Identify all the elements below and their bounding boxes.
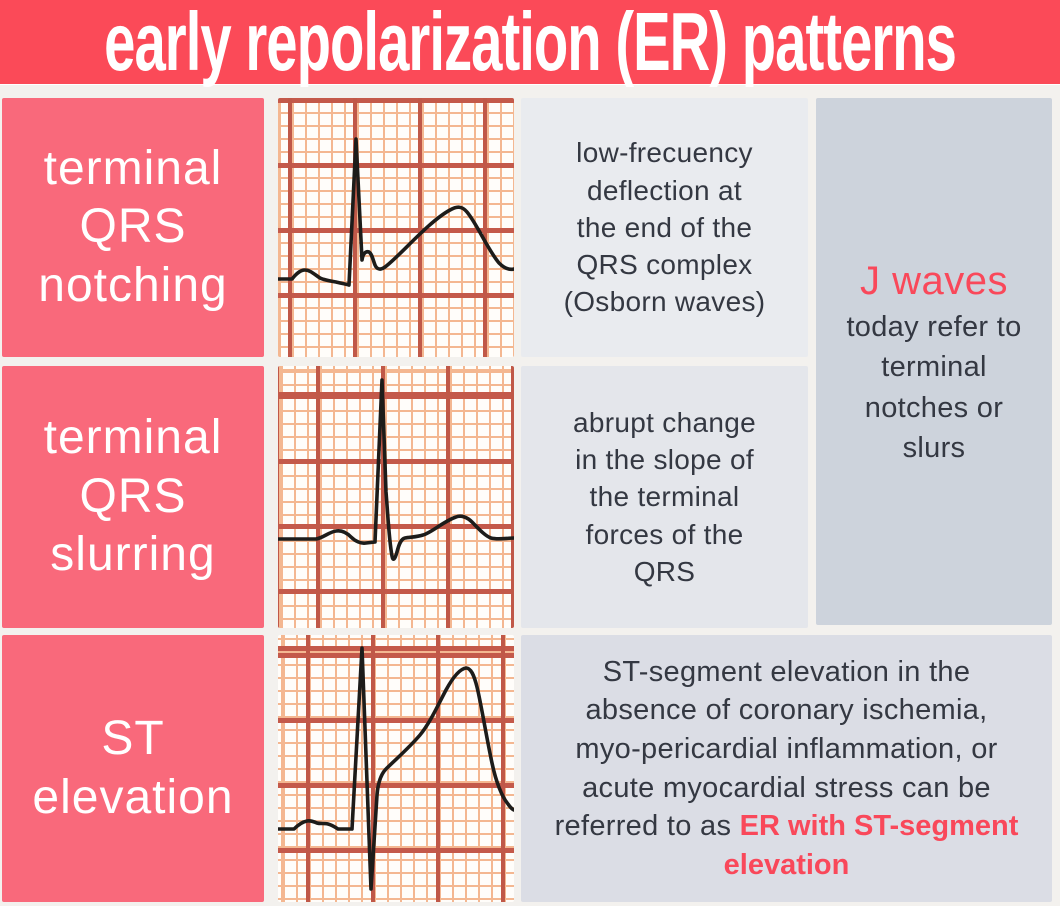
- description-slurring-text: abrupt change in the slope of the termin…: [573, 406, 756, 587]
- ecg-st-elevation-trace: [278, 646, 514, 891]
- title-banner: early repolarization (ER) patterns: [0, 0, 1060, 88]
- ecg-st-elevation-svg: [278, 646, 514, 891]
- description-notching-text: low-frecuency deflection at the end of t…: [563, 137, 766, 318]
- description-st-elevation-highlight: ER with ST-segment elevation: [723, 810, 1019, 881]
- label-terminal-qrs-notching-text: terminal QRS notching: [38, 141, 228, 312]
- description-notching: low-frecuency deflection at the end of t…: [521, 98, 808, 357]
- page-title: early repolarization (ER) patterns: [104, 0, 957, 89]
- label-terminal-qrs-slurring: terminal QRS slurring: [2, 366, 264, 628]
- note-j-waves-body: today refer to terminal notches or slurs: [846, 311, 1022, 464]
- ecg-panel-slurring: [278, 366, 514, 628]
- ecg-panel-st-elevation: [278, 635, 514, 902]
- label-st-elevation-text: ST elevation: [32, 711, 234, 824]
- note-j-waves: J waves today refer to terminal notches o…: [816, 98, 1052, 625]
- description-st-elevation: ST-segment elevation in the absence of c…: [521, 635, 1052, 902]
- ecg-panel-notching: [278, 98, 514, 357]
- description-st-elevation-prefix: ST-segment elevation in the absence of c…: [554, 655, 998, 843]
- ecg-notching-trace: [278, 137, 514, 287]
- ecg-slurring-svg: [278, 378, 514, 562]
- label-terminal-qrs-notching: terminal QRS notching: [2, 98, 264, 357]
- ecg-slurring-trace: [278, 378, 514, 562]
- description-st-elevation-text: ST-segment elevation in the absence of c…: [521, 653, 1052, 884]
- label-terminal-qrs-slurring-text: terminal QRS slurring: [43, 411, 223, 582]
- note-j-waves-text: J waves today refer to terminal notches o…: [846, 255, 1021, 467]
- label-st-elevation: ST elevation: [2, 635, 264, 902]
- description-slurring: abrupt change in the slope of the termin…: [521, 366, 808, 628]
- note-j-waves-highlight: J waves: [859, 259, 1008, 304]
- ecg-notching-svg: [278, 137, 514, 287]
